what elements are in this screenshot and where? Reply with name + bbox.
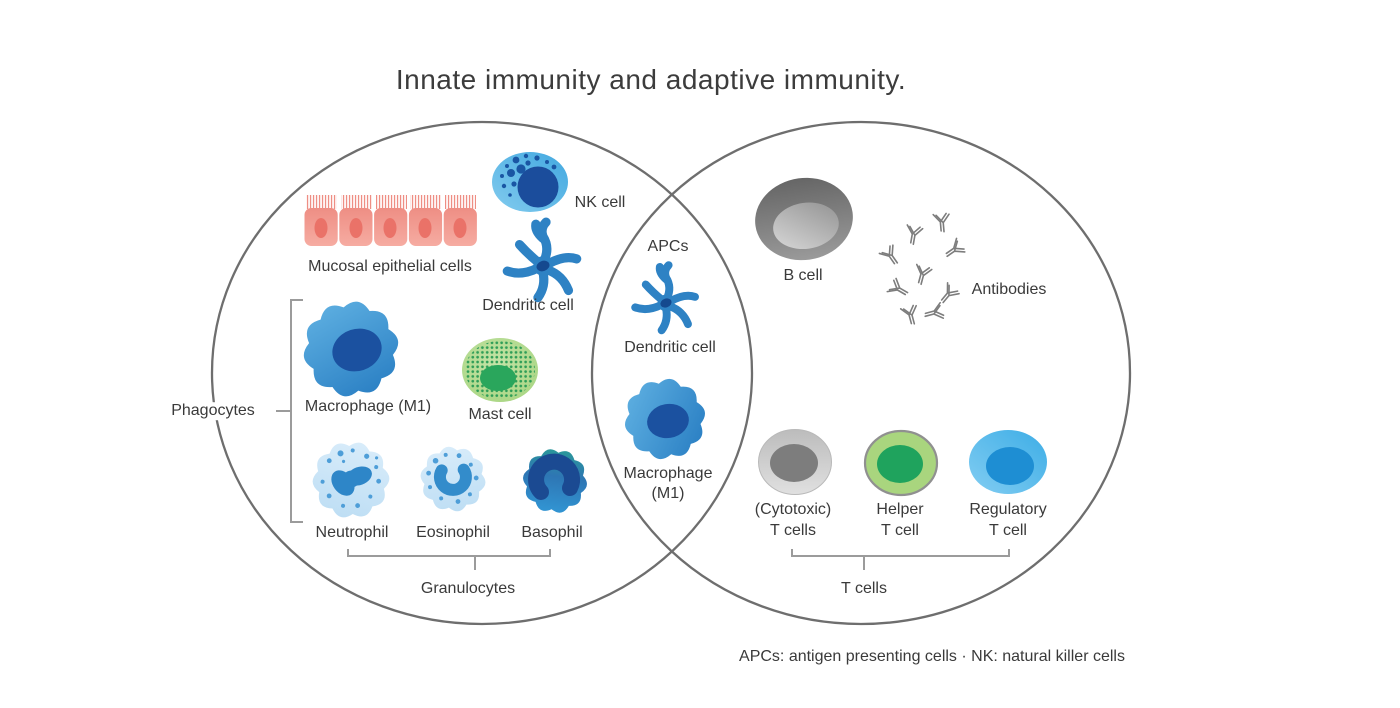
antibodies-label: Antibodies bbox=[971, 281, 1047, 299]
basophil-label: Basophil bbox=[521, 524, 583, 542]
cytotoxic-t-label-line1: (Cytotoxic) bbox=[754, 501, 832, 519]
neutrophil-label: Neutrophil bbox=[315, 524, 389, 542]
adaptive-circle bbox=[590, 120, 1132, 626]
helper-t-label-line2: T cell bbox=[881, 522, 919, 540]
nk-cell-icon bbox=[492, 152, 568, 212]
helper-t-label-line1: Helper bbox=[876, 501, 924, 519]
dendritic-cell-label-shared: Dendritic cell bbox=[624, 339, 716, 357]
mast-cell-label: Mast cell bbox=[468, 406, 532, 424]
mucosal-epithelial-cells-icon bbox=[304, 195, 477, 246]
granulocytes-bracket bbox=[347, 549, 551, 570]
innate-circle bbox=[210, 120, 754, 626]
eosinophil-icon bbox=[416, 441, 490, 517]
macrophage-m1-icon-shared bbox=[611, 364, 719, 474]
dendritic-cell-label-innate: Dendritic cell bbox=[482, 297, 574, 315]
phagocytes-bracket bbox=[276, 299, 303, 523]
granulocytes-label: Granulocytes bbox=[420, 580, 516, 598]
regulatory-t-label-line2: T cell bbox=[989, 522, 1027, 540]
apcs-label: APCs bbox=[647, 238, 689, 256]
eosinophil-label: Eosinophil bbox=[416, 524, 490, 542]
mucosal-epithelial-label: Mucosal epithelial cells bbox=[308, 258, 472, 276]
cytotoxic-t-cell-icon bbox=[758, 429, 832, 495]
macrophage-label-shared-line1: Macrophage bbox=[623, 465, 713, 483]
phagocytes-label: Phagocytes bbox=[167, 402, 259, 420]
macrophage-m1-icon-innate bbox=[298, 295, 404, 403]
regulatory-t-label-line1: Regulatory bbox=[969, 501, 1047, 519]
cytotoxic-t-label-line2: T cells bbox=[770, 522, 816, 540]
nk-cell-label: NK cell bbox=[574, 194, 626, 212]
mast-cell-icon bbox=[462, 338, 538, 402]
b-cell-label: B cell bbox=[783, 267, 823, 285]
neutrophil-icon bbox=[305, 433, 397, 527]
dendritic-cell-icon-innate bbox=[507, 222, 576, 297]
macrophage-label-innate: Macrophage (M1) bbox=[304, 398, 432, 416]
t-cells-group-label: T cells bbox=[841, 580, 887, 598]
b-cell-icon bbox=[755, 177, 853, 261]
dendritic-cell-icon-shared bbox=[635, 265, 695, 330]
regulatory-t-cell-icon bbox=[969, 430, 1047, 494]
basophil-icon bbox=[513, 438, 597, 524]
t-cells-bracket bbox=[791, 549, 1010, 570]
abbreviations-footnote: APCs: antigen presenting cells · NK: nat… bbox=[739, 648, 1125, 665]
diagram-title: Innate immunity and adaptive immunity. bbox=[395, 64, 907, 95]
macrophage-label-shared-line2: (M1) bbox=[651, 485, 685, 503]
helper-t-cell-icon bbox=[863, 429, 939, 497]
antibodies-icon bbox=[879, 213, 965, 326]
